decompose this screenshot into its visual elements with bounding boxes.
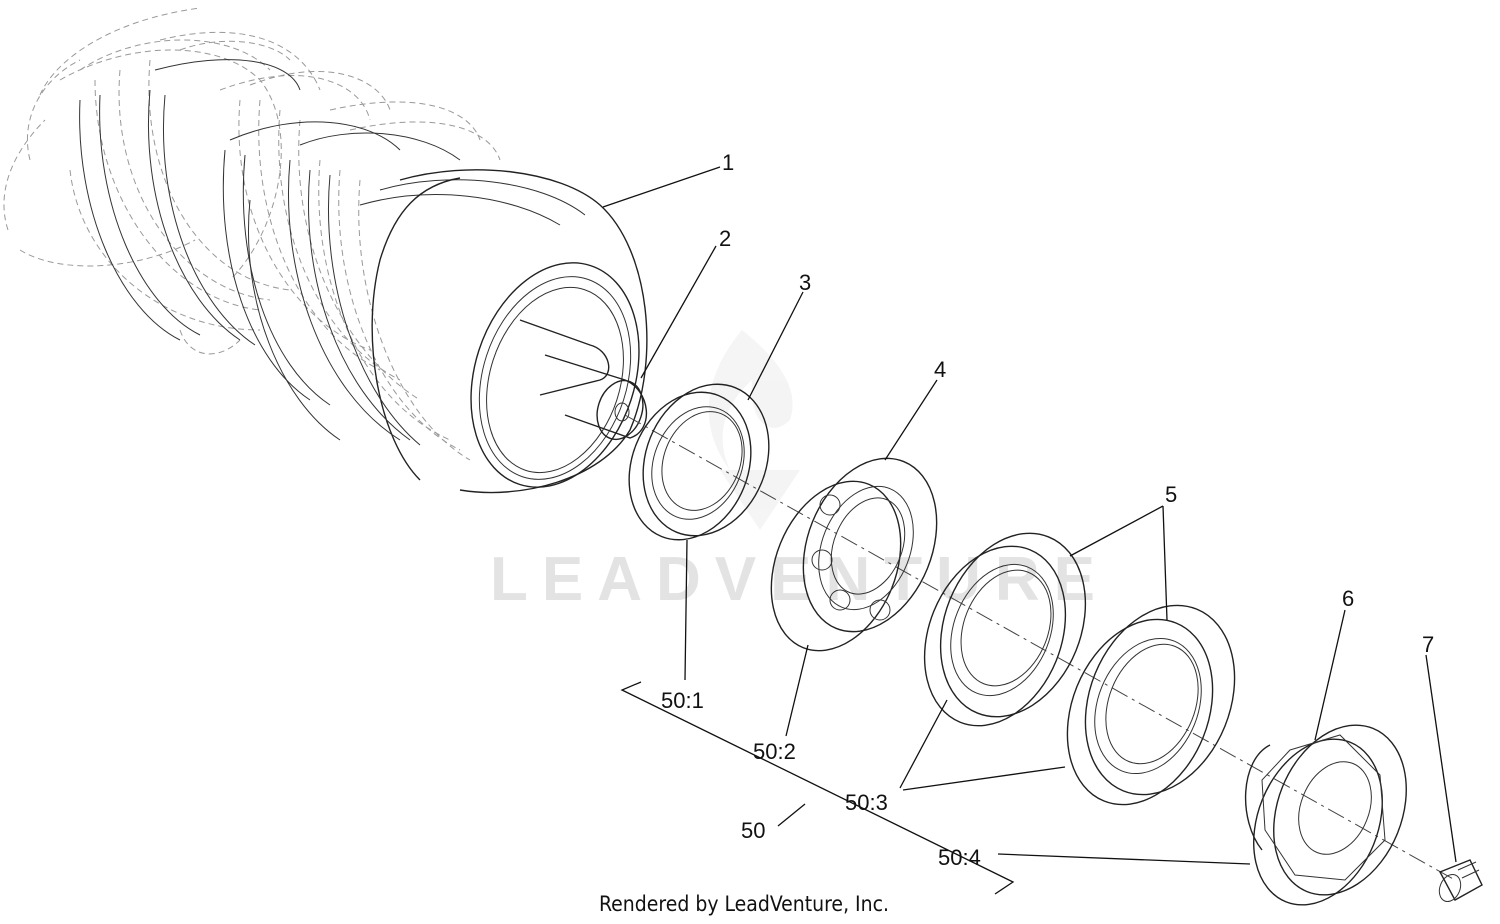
callout-50-2: 50:2 <box>753 739 796 764</box>
flame-logo-icon <box>708 330 800 530</box>
callout-4: 4 <box>934 357 946 382</box>
watermark: LEADVENTURE <box>490 330 1109 614</box>
callout-2: 2 <box>719 226 731 251</box>
callout-7: 7 <box>1422 632 1434 657</box>
grease-fitting-part-7 <box>1438 859 1483 903</box>
callout-50-3: 50:3 <box>845 790 888 815</box>
background-rollers <box>3 7 501 461</box>
render-credit: Rendered by LeadVenture, Inc. <box>599 892 889 916</box>
bearing-part-4 <box>770 457 938 652</box>
callout-50-1: 50:1 <box>661 688 704 713</box>
callout-3: 3 <box>799 270 811 295</box>
leader-lines <box>602 166 1457 895</box>
callout-50: 50 <box>741 818 765 843</box>
center-axis <box>624 414 1456 881</box>
callout-labels: 1 2 3 4 5 6 7 50:1 50:2 50:3 50:4 50 <box>661 150 1434 870</box>
shaft-part <box>519 319 647 441</box>
seal-part-5a <box>923 532 1087 727</box>
watermark-text: LEADVENTURE <box>490 545 1109 614</box>
callout-5: 5 <box>1165 482 1177 507</box>
callout-6: 6 <box>1342 586 1354 611</box>
nut-part-6 <box>1244 724 1407 906</box>
roller-part <box>79 59 648 494</box>
callout-1: 1 <box>722 150 734 175</box>
seal-part-3 <box>628 383 770 541</box>
seal-part-5b <box>1066 604 1236 806</box>
callout-50-4: 50:4 <box>938 845 981 870</box>
